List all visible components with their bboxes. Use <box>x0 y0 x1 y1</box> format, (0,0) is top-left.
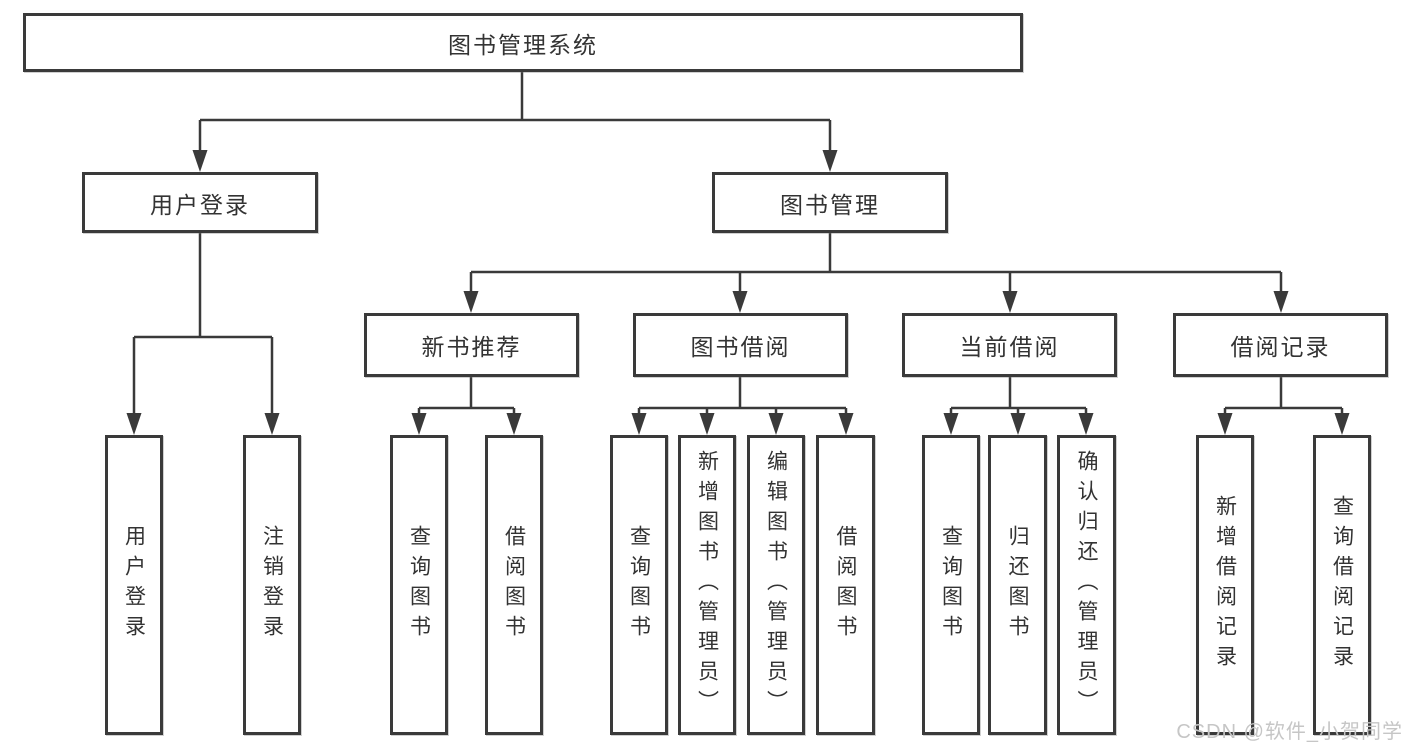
leaf-query-books-recommend: 查询图书 <box>390 435 448 735</box>
node-borrowing-records: 借阅记录 <box>1173 313 1388 377</box>
node-label: 确认归还（管理员） <box>1075 450 1098 720</box>
node-label: 新增借阅记录 <box>1213 495 1237 675</box>
node-book-management: 图书管理 <box>712 172 948 233</box>
node-label: 借阅图书 <box>834 525 857 645</box>
node-label: 借阅图书 <box>502 525 526 645</box>
node-label: 图书借阅 <box>690 334 791 360</box>
node-label: 查询图书 <box>627 525 651 645</box>
watermark: CSDN @软件_小贺同学 <box>1176 721 1403 743</box>
node-label: 借阅记录 <box>1230 334 1331 360</box>
leaf-confirm-return-admin: 确认归还（管理员） <box>1057 435 1116 735</box>
node-label: 用户登录 <box>150 191 250 218</box>
leaf-add-borrow-record: 新增借阅记录 <box>1196 435 1254 735</box>
node-label: 编辑图书（管理员） <box>764 450 788 720</box>
node-label: 查询图书 <box>407 525 431 645</box>
leaf-query-books-current: 查询图书 <box>922 435 980 735</box>
leaf-user-login: 用户登录 <box>105 435 163 735</box>
node-book-borrowing: 图书借阅 <box>633 313 848 377</box>
node-user-login: 用户登录 <box>82 172 318 233</box>
node-current-borrowing: 当前借阅 <box>902 313 1117 377</box>
leaf-query-borrow-record: 查询借阅记录 <box>1313 435 1371 735</box>
node-label: 图书管理系统 <box>448 31 598 58</box>
node-label: 用户登录 <box>122 525 146 645</box>
leaf-edit-books-admin: 编辑图书（管理员） <box>747 435 805 735</box>
leaf-borrow-books: 借阅图书 <box>816 435 875 735</box>
node-label: 查询借阅记录 <box>1330 495 1354 675</box>
leaf-query-books-borrow: 查询图书 <box>610 435 668 735</box>
node-label: 查询图书 <box>939 525 963 645</box>
node-label: 注销登录 <box>260 525 284 645</box>
leaf-borrow-books-recommend: 借阅图书 <box>485 435 543 735</box>
leaf-add-books-admin: 新增图书（管理员） <box>678 435 736 735</box>
node-label: 当前借阅 <box>959 334 1060 360</box>
node-label: 归还图书 <box>1006 525 1029 645</box>
node-label: 新书推荐 <box>421 334 522 360</box>
node-label: 新增图书（管理员） <box>695 450 719 720</box>
leaf-return-books: 归还图书 <box>988 435 1047 735</box>
node-new-book-recommend: 新书推荐 <box>364 313 579 377</box>
node-label: 图书管理 <box>780 191 880 218</box>
node-library-system: 图书管理系统 <box>23 13 1023 72</box>
leaf-logout: 注销登录 <box>243 435 301 735</box>
